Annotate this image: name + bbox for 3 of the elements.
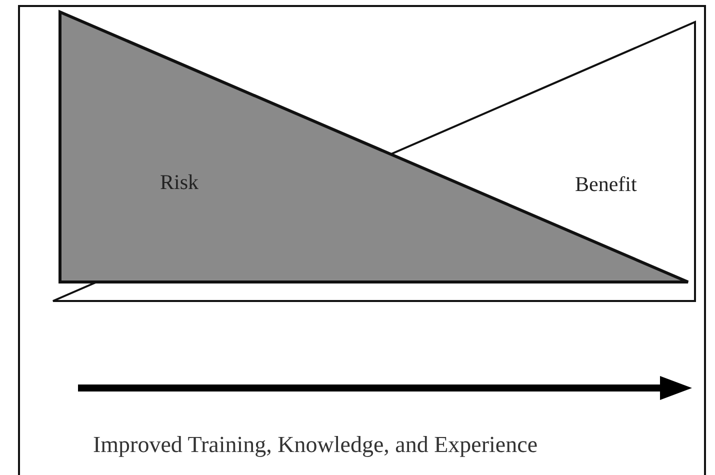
triangle-label: Benefit <box>575 172 637 197</box>
triangle-label: Risk <box>160 170 199 195</box>
axis-caption: Improved Training, Knowledge, and Experience <box>93 432 538 458</box>
